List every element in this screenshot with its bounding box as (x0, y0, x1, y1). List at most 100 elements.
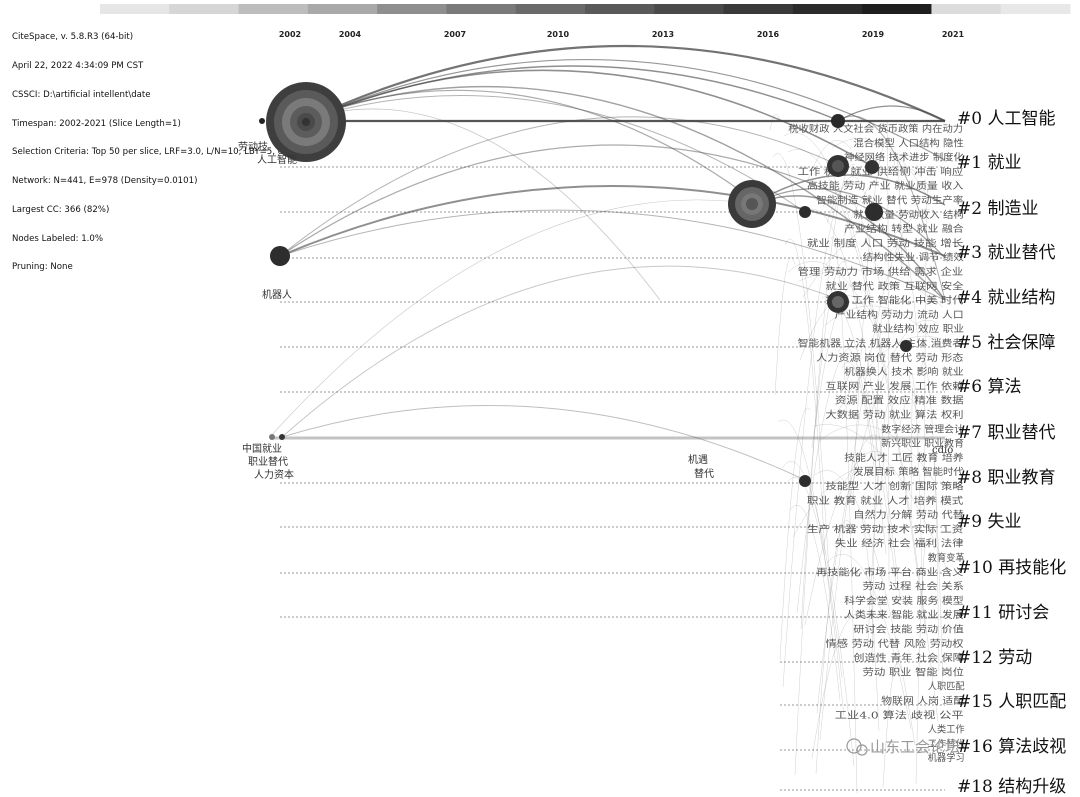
cluster-label: #4 就业结构 (957, 288, 1055, 308)
cluster-keyword-row: 数字经济 管理会计 (881, 423, 964, 435)
node-cluster5-a (900, 340, 912, 352)
citation-arc (751, 195, 946, 301)
timeline-color-bar (100, 4, 1071, 14)
citation-arc (269, 199, 761, 438)
node-label: cdio (932, 445, 953, 456)
cluster-label: #0 人工智能 (957, 109, 1055, 129)
node-small-b (269, 434, 275, 440)
citation-arc (782, 176, 860, 688)
cluster-keyword-row: 税收财政 人文社会 货币政策 内在动力 (788, 123, 963, 135)
timeline-bar-segment (238, 4, 309, 14)
cluster-keyword-row: 高技能 劳动 产业 就业质量 收入 (807, 180, 964, 192)
cluster-label: #2 制造业 (957, 199, 1038, 219)
cluster-keyword-row: 智能制造 就业 替代 劳动生产率 (816, 195, 964, 207)
cluster-keyword-row: 大数据 劳动 就业 算法 权利 (826, 409, 964, 421)
citation-arc (910, 387, 914, 520)
node-ring (270, 246, 290, 266)
citation-arc (826, 182, 870, 224)
node-label: 人力资本 (254, 468, 294, 481)
node-small-c (279, 434, 285, 440)
citation-arc (822, 191, 882, 290)
keyword-nodes (259, 82, 912, 487)
citation-arc (830, 236, 858, 794)
cluster-keyword-row: 职业 教育 就业 人才 培养 模式 (807, 495, 964, 507)
citation-arc (796, 346, 860, 614)
cluster-label: #3 就业替代 (957, 243, 1055, 263)
cluster-keyword-row: 发展目标 策略 智能时代 (853, 466, 964, 478)
cluster-lanes (270, 119, 945, 791)
cluster-label: #9 失业 (957, 512, 1021, 532)
cluster-keyword-row: 创造性 青年 社会 保障 (853, 652, 964, 664)
cluster-label: #1 就业 (957, 153, 1021, 173)
cluster-labels: #0 人工智能#1 就业#2 制造业#3 就业替代#4 就业结构#5 社会保障#… (957, 109, 1066, 797)
citation-arc (845, 367, 863, 385)
cluster-keyword-row: 技能人才 工匠 教育 培养 (844, 452, 964, 464)
cluster-keyword-row: 情感 劳动 代替 风险 劳动权 (826, 638, 965, 650)
node-small-a (259, 118, 265, 124)
citation-arc (856, 511, 880, 732)
citation-arc (908, 372, 924, 608)
meta-line: Nodes Labeled: 1.0% (12, 233, 104, 244)
cluster-keyword-row: 劳动 职业 智能 岗位 (863, 666, 965, 678)
cluster-keyword-row: 新兴职业 职业教育 (881, 438, 964, 450)
timeline-bar-segment (723, 4, 794, 14)
cluster-label: #8 职业教育 (957, 468, 1055, 488)
citation-arc (769, 114, 781, 131)
citation-arc (817, 424, 937, 485)
citation-arc (837, 346, 887, 555)
node-label: 替代 (694, 467, 714, 480)
cluster-keyword-row: 产业结构 劳动力 流动 人口 (835, 309, 964, 321)
cluster-keyword-row: 再技能化 市场 平台 商业 含义 (816, 566, 964, 578)
citation-arc (819, 208, 931, 741)
cluster-keyword-row: 人类未来 智能 就业 发展 (844, 609, 964, 621)
year-tick-label: 2002 (279, 30, 301, 39)
citation-arc (882, 662, 902, 788)
citation-arc (304, 69, 871, 166)
node-cluster2-b (799, 206, 811, 218)
node-ai-hub (266, 82, 346, 162)
citation-arc (806, 140, 852, 184)
timeline-bar-segment (515, 4, 586, 14)
citation-arc (779, 407, 811, 661)
citation-arc (304, 45, 946, 122)
timeline-bar-segment (377, 4, 447, 14)
node-ring (799, 206, 811, 218)
node-cluster1-b (865, 160, 879, 174)
meta-line: Network: N=441, E=978 (Density=0.0101) (12, 176, 198, 187)
citation-arc (841, 361, 875, 467)
cluster-label: #18 结构升级 (957, 777, 1066, 797)
citation-arc (920, 362, 944, 688)
node-ring (799, 475, 811, 487)
meta-line: CiteSpace, v. 5.8.R3 (64-bit) (12, 32, 134, 43)
node-ring (269, 434, 275, 440)
node-ring (900, 340, 912, 352)
citation-arc (783, 132, 939, 723)
cluster-keyword-row: 人职匹配 (928, 682, 965, 693)
citation-arc (784, 238, 826, 556)
watermark-badge: 山东工会论坛 (846, 738, 960, 756)
citation-arc (798, 269, 944, 308)
cluster-label: #10 再技能化 (957, 558, 1066, 578)
citation-arc (814, 470, 916, 746)
node-ring (832, 296, 844, 308)
citation-arc (815, 519, 853, 775)
citation-arc (787, 261, 875, 327)
node-ring (831, 114, 845, 128)
citation-arc (304, 58, 946, 161)
citation-arc (281, 265, 841, 438)
timeline-bar-segment (654, 4, 725, 14)
cluster-keyword-row: 自然力 分解 劳动 代替 (853, 509, 964, 521)
citation-arc (281, 405, 806, 481)
cluster-keyword-row: 研讨会 技能 劳动 价值 (853, 624, 964, 636)
year-tick-label: 2016 (757, 30, 780, 39)
node-cluster0-b (831, 114, 845, 128)
watermark: 山东工会论坛 (846, 738, 960, 756)
node-label: 人工智能 (257, 153, 297, 166)
cluster-keyword-row: 结构性失业 调节 绩效 (863, 252, 965, 264)
timeline-bar-segment (585, 4, 655, 14)
cluster-keyword-row: 工作替代 (928, 738, 965, 750)
cluster-keyword-row: 产业结构 转型 就业 融合 (844, 223, 964, 235)
citation-arc (279, 144, 871, 257)
citation-arc (837, 105, 946, 122)
